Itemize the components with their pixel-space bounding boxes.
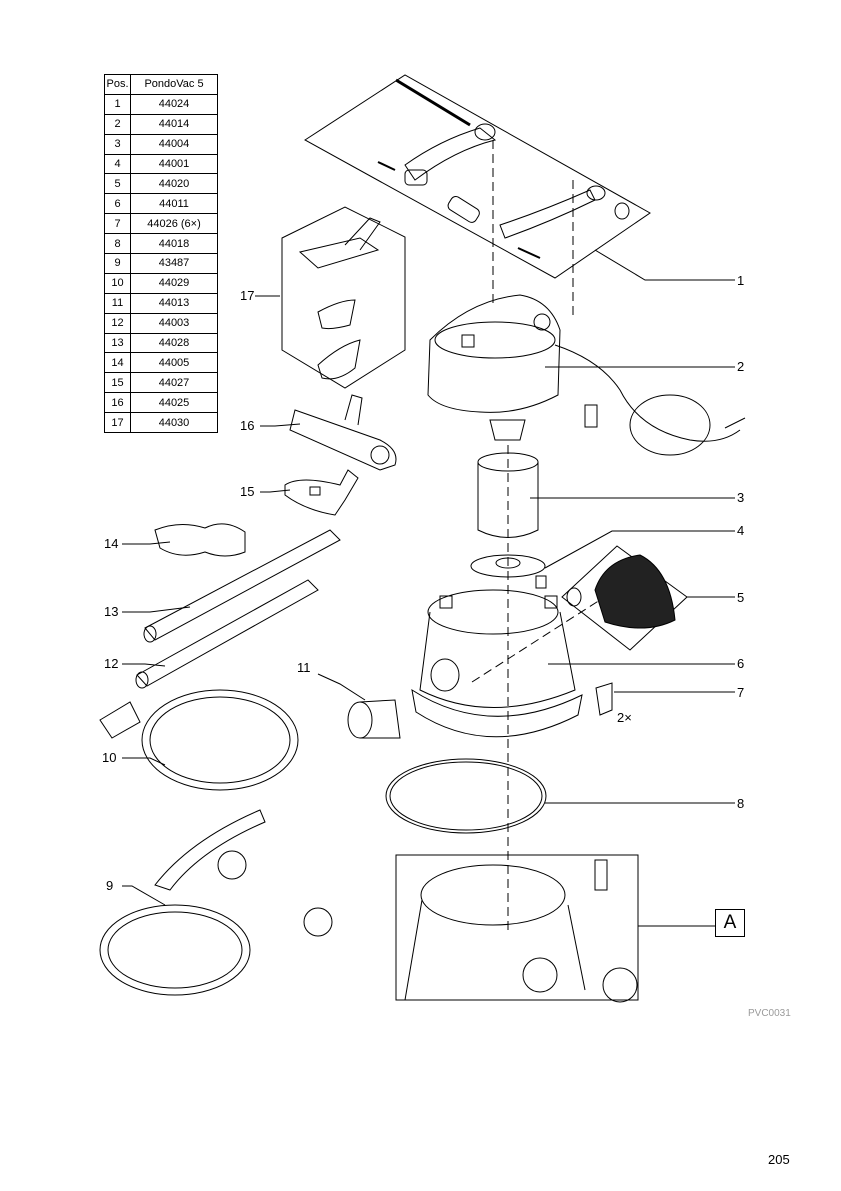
container-drawing bbox=[412, 590, 582, 737]
detail-label-a: A bbox=[715, 909, 745, 937]
drawing-code: PVC0031 bbox=[748, 1008, 791, 1019]
callout-8: 8 bbox=[737, 797, 744, 811]
seal-ring-drawing bbox=[386, 759, 546, 833]
quantity-2x: 2× bbox=[617, 711, 632, 725]
floor-nozzle-drawing bbox=[290, 395, 396, 470]
brush-nozzle-drawing bbox=[285, 470, 358, 515]
callout-17: 17 bbox=[240, 289, 254, 303]
callout-1: 1 bbox=[737, 274, 744, 288]
accessories-group-drawing bbox=[282, 207, 405, 388]
handle-assembly-drawing bbox=[305, 75, 650, 278]
callout-5: 5 bbox=[737, 591, 744, 605]
callout-16: 16 bbox=[240, 419, 254, 433]
detail-a-drawing bbox=[396, 855, 638, 1002]
callout-15: 15 bbox=[240, 485, 254, 499]
clip-drawing bbox=[596, 683, 612, 715]
hose-drawing bbox=[100, 690, 298, 790]
motor-head-drawing bbox=[428, 295, 745, 455]
callout-13: 13 bbox=[104, 605, 118, 619]
callout-14: 14 bbox=[104, 537, 118, 551]
callout-2: 2 bbox=[737, 360, 744, 374]
callout-12: 12 bbox=[104, 657, 118, 671]
callout-4: 4 bbox=[737, 524, 744, 538]
cloth-drawing bbox=[155, 524, 245, 556]
adapter-drawing bbox=[348, 700, 400, 738]
callout-10: 10 bbox=[102, 751, 116, 765]
filter-bag-drawing bbox=[562, 546, 687, 650]
callout-3: 3 bbox=[737, 491, 744, 505]
callout-6: 6 bbox=[737, 657, 744, 671]
page-number: 205 bbox=[768, 1152, 790, 1167]
suction-hose-drawing bbox=[100, 810, 332, 995]
callout-7: 7 bbox=[737, 686, 744, 700]
callout-11: 11 bbox=[297, 661, 311, 675]
callout-9: 9 bbox=[106, 879, 113, 893]
